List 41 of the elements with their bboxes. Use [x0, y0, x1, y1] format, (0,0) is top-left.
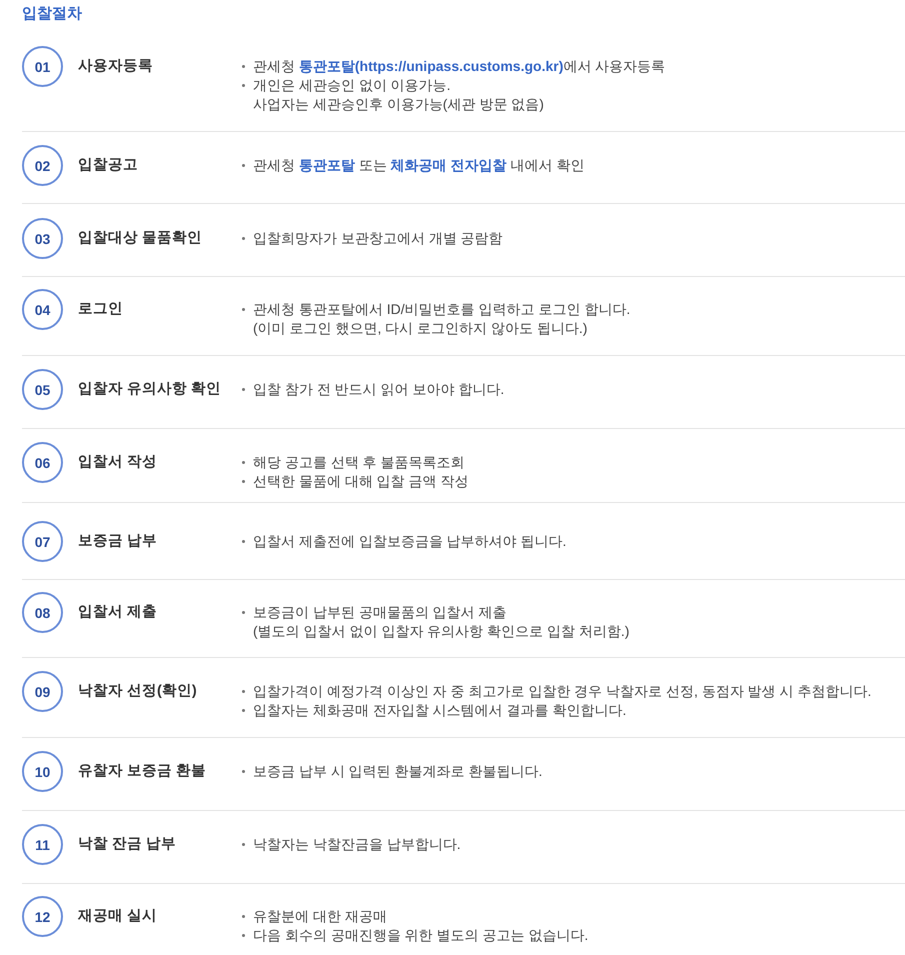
step-number-circle: 04	[22, 289, 63, 330]
step-description: 입찰자는 체화공매 전자입찰 시스템에서 결과를 확인합니다.	[239, 701, 872, 720]
step-title: 낙찰 잔금 납부	[78, 835, 176, 854]
step-description: 입찰희망자가 보관창고에서 개별 공람함	[239, 229, 503, 248]
step-number-circle: 05	[22, 369, 63, 410]
step-title: 입찰공고	[78, 156, 138, 175]
step-title: 사용자등록	[78, 57, 153, 76]
step-title: 보증금 납부	[78, 532, 158, 551]
step-description: 입찰서 제출전에 입찰보증금을 납부하셔야 됩니다.	[239, 532, 566, 551]
step-number-circle: 07	[22, 521, 63, 562]
step-description: 관세청 통관포탈에서 ID/비밀번호를 입력하고 로그인 합니다. (이미 로그인 했으면, 다시 로그인하지 않아도 됩니다.)	[239, 300, 630, 338]
step-number-circle: 06	[22, 442, 63, 483]
step-description: 보증금이 납부된 공매물품의 입찰서 제출 (별도의 입찰서 없이 입찰자 유의사항 확인으로 입찰 처리함.)	[239, 603, 630, 641]
step-description: 유찰분에 대한 재공매	[239, 907, 588, 926]
step-number-circle: 03	[22, 218, 63, 259]
step-number-circle: 12	[22, 896, 63, 937]
step-description: 개인은 세관승인 없이 이용가능. 사업자는 세관승인후 이용가능(세관 방문 없음)	[239, 76, 666, 114]
step-description: 보증금 납부 시 입력된 환불계좌로 환불됩니다.	[239, 762, 542, 781]
step-description: 입찰 참가 전 반드시 읽어 보아야 합니다.	[239, 380, 504, 399]
step-title: 입찰대상 물품확인	[78, 229, 202, 248]
section-title: 입찰절차	[22, 4, 82, 24]
step-title: 로그인	[78, 300, 123, 319]
step-number-circle: 09	[22, 671, 63, 712]
step-description: 관세청 통관포탈(https://unipass.customs.go.kr)에서 사용자등록	[239, 57, 666, 76]
step-number-circle: 02	[22, 145, 63, 186]
step-description: 관세청 통관포탈 또는 체화공매 전자입찰 내에서 확인	[239, 156, 584, 175]
step-title: 낙찰자 선정(확인)	[78, 682, 197, 701]
step-number-circle: 11	[22, 824, 63, 865]
step-title: 입찰서 제출	[78, 603, 158, 622]
step-description: 선택한 물품에 대해 입찰 금액 작성	[239, 472, 468, 491]
step-description: 낙찰자는 낙찰잔금을 납부합니다.	[239, 835, 461, 854]
step-title: 입찰서 작성	[78, 453, 158, 472]
step-title: 입찰자 유의사항 확인	[78, 380, 222, 399]
step-title: 재공매 실시	[78, 907, 158, 926]
step-number-circle: 08	[22, 592, 63, 633]
step-title: 유찰자 보증금 환불	[78, 762, 206, 781]
step-number-circle: 10	[22, 751, 63, 792]
step-number-circle: 01	[22, 46, 63, 87]
step-description: 다음 회수의 공매진행을 위한 별도의 공고는 없습니다.	[239, 926, 588, 945]
step-description: 입찰가격이 예정가격 이상인 자 중 최고가로 입찰한 경우 낙찰자로 선정, 동점자 발생 시 추첨합니다.	[239, 682, 872, 701]
step-description: 해당 공고를 선택 후 불품목록조회	[239, 453, 468, 472]
